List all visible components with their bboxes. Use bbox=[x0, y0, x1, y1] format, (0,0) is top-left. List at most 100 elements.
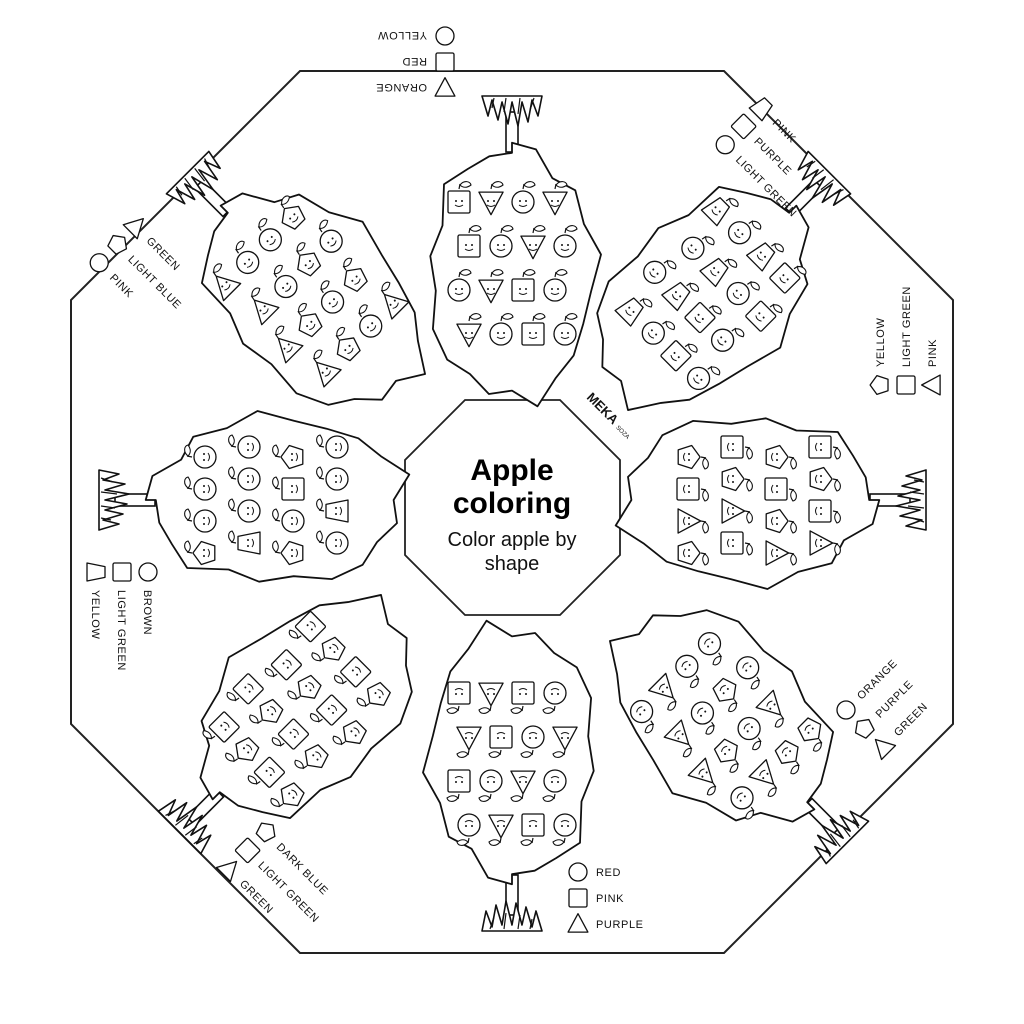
apple-circle[interactable] bbox=[552, 813, 577, 846]
apple-pentagon[interactable] bbox=[765, 444, 797, 470]
apple-triangle[interactable] bbox=[240, 286, 280, 326]
apple-triangle[interactable] bbox=[552, 726, 578, 758]
apple-square[interactable] bbox=[446, 681, 471, 714]
apple-pentagon[interactable] bbox=[772, 738, 810, 776]
apple-circle[interactable] bbox=[726, 782, 764, 820]
apple-circle[interactable] bbox=[226, 240, 264, 278]
apple-circle[interactable] bbox=[447, 269, 472, 302]
apple-pentagon[interactable] bbox=[677, 540, 709, 566]
apple-trapezoid[interactable] bbox=[661, 273, 700, 312]
apple-pentagon[interactable] bbox=[224, 734, 262, 772]
apple-square[interactable] bbox=[676, 477, 709, 502]
apple-triangle[interactable] bbox=[370, 280, 410, 320]
apple-triangle[interactable] bbox=[687, 757, 727, 797]
apple-circle[interactable] bbox=[731, 652, 769, 690]
apple-circle[interactable] bbox=[693, 628, 731, 666]
apple-trapezoid[interactable] bbox=[316, 498, 349, 523]
apple-pentagon[interactable] bbox=[293, 741, 331, 779]
apple-square[interactable] bbox=[288, 610, 327, 648]
apple-triangle[interactable] bbox=[748, 758, 788, 799]
apple-square[interactable] bbox=[745, 294, 783, 332]
apple-pentagon[interactable] bbox=[310, 634, 348, 672]
apple-pentagon[interactable] bbox=[331, 717, 369, 755]
apple-circle[interactable] bbox=[686, 697, 724, 735]
apple-pentagon[interactable] bbox=[355, 679, 393, 717]
apple-circle[interactable] bbox=[677, 226, 715, 264]
apple-triangle[interactable] bbox=[478, 682, 504, 714]
apple-circle[interactable] bbox=[543, 269, 568, 302]
apple-circle[interactable] bbox=[316, 466, 349, 491]
apple-pentagon[interactable] bbox=[809, 466, 841, 492]
apple-square[interactable] bbox=[488, 725, 513, 758]
apple-circle[interactable] bbox=[671, 651, 709, 689]
apple-trapezoid[interactable] bbox=[699, 249, 738, 288]
apple-triangle[interactable] bbox=[765, 540, 797, 566]
apple-triangle[interactable] bbox=[202, 262, 242, 302]
apple-square[interactable] bbox=[764, 477, 797, 502]
apple-square[interactable] bbox=[510, 681, 535, 714]
apple-circle[interactable] bbox=[228, 466, 261, 491]
apple-triangle[interactable] bbox=[809, 530, 841, 556]
apple-circle[interactable] bbox=[489, 225, 514, 258]
apple-square[interactable] bbox=[808, 435, 841, 460]
apple-triangle-down[interactable] bbox=[478, 269, 504, 304]
apple-triangle-down[interactable] bbox=[478, 181, 504, 216]
apple-square[interactable] bbox=[263, 649, 302, 687]
apple-square[interactable] bbox=[225, 673, 264, 711]
apple-circle[interactable] bbox=[228, 498, 261, 523]
apple-trapezoid[interactable] bbox=[745, 233, 785, 272]
apple-square[interactable] bbox=[309, 694, 348, 732]
apple-pentagon[interactable] bbox=[765, 508, 797, 534]
apple-triangle-down[interactable] bbox=[542, 181, 568, 216]
apple-pentagon[interactable] bbox=[286, 672, 324, 710]
apple-circle[interactable] bbox=[511, 181, 536, 214]
apple-triangle[interactable] bbox=[648, 672, 688, 712]
apple-pentagon[interactable] bbox=[269, 779, 307, 817]
apple-trapezoid[interactable] bbox=[228, 530, 261, 555]
apple-circle[interactable] bbox=[316, 530, 349, 555]
apple-pentagon[interactable] bbox=[272, 540, 304, 566]
apple-square[interactable] bbox=[272, 476, 305, 501]
apple-triangle[interactable] bbox=[510, 770, 536, 802]
apple-square[interactable] bbox=[333, 656, 372, 694]
apple-square[interactable] bbox=[457, 225, 482, 258]
apple-pentagon[interactable] bbox=[711, 736, 749, 774]
apple-circle[interactable] bbox=[733, 713, 771, 751]
apple-circle[interactable] bbox=[707, 318, 745, 356]
apple-circle[interactable] bbox=[456, 813, 481, 846]
apple-square[interactable] bbox=[446, 769, 471, 802]
apple-pentagon[interactable] bbox=[333, 256, 371, 294]
apple-circle[interactable] bbox=[683, 356, 721, 394]
apple-square[interactable] bbox=[521, 313, 546, 346]
apple-circle[interactable] bbox=[272, 508, 305, 533]
apple-circle[interactable] bbox=[520, 725, 545, 758]
apple-circle[interactable] bbox=[724, 211, 762, 249]
apple-triangle-down[interactable] bbox=[520, 225, 546, 260]
apple-square[interactable] bbox=[247, 756, 286, 794]
apple-triangle[interactable] bbox=[721, 498, 753, 524]
apple-trapezoid[interactable] bbox=[614, 288, 653, 327]
apple-circle[interactable] bbox=[184, 476, 217, 501]
apple-circle[interactable] bbox=[542, 769, 567, 802]
apple-square[interactable] bbox=[511, 269, 536, 302]
apple-square[interactable] bbox=[684, 295, 722, 334]
apple-triangle[interactable] bbox=[456, 726, 482, 758]
apple-triangle[interactable] bbox=[755, 689, 795, 729]
apple-triangle-down[interactable] bbox=[456, 313, 482, 348]
apple-triangle[interactable] bbox=[488, 814, 514, 846]
apple-pentagon[interactable] bbox=[677, 444, 709, 470]
apple-circle[interactable] bbox=[478, 769, 503, 802]
apple-circle[interactable] bbox=[248, 217, 286, 255]
apple-square[interactable] bbox=[660, 334, 698, 372]
apple-square[interactable] bbox=[201, 711, 240, 749]
apple-pentagon[interactable] bbox=[721, 466, 753, 492]
apple-pentagon[interactable] bbox=[326, 326, 364, 364]
apple-pentagon[interactable] bbox=[287, 302, 325, 340]
apple-square[interactable] bbox=[808, 499, 841, 524]
apple-square[interactable] bbox=[769, 256, 807, 294]
apple-trapezoid[interactable] bbox=[700, 188, 739, 227]
apple-circle[interactable] bbox=[489, 313, 514, 346]
apple-circle[interactable] bbox=[542, 681, 567, 714]
apple-pentagon[interactable] bbox=[272, 444, 304, 470]
apple-circle[interactable] bbox=[553, 225, 578, 258]
